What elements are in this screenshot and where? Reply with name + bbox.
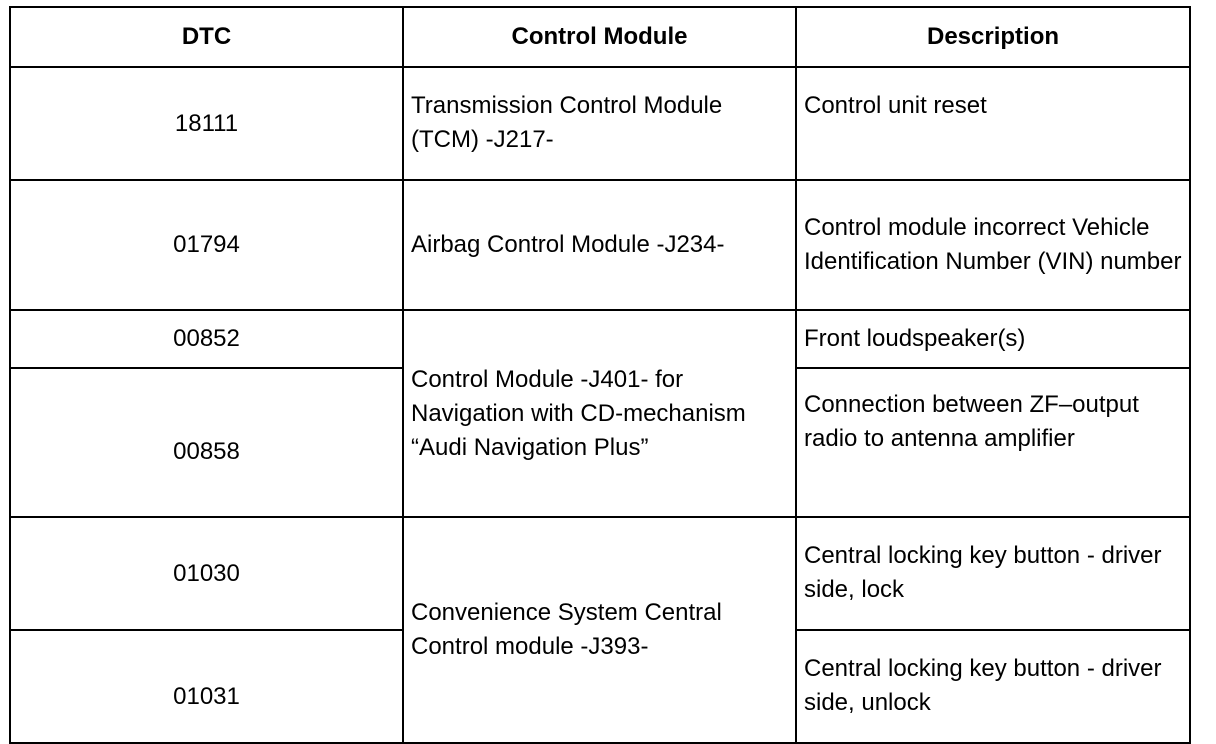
dtc-code: 00858 [9,367,404,518]
description: Front loudspeaker(s) [795,309,1191,369]
dtc-code: 01794 [9,179,404,311]
dtc-code: 01030 [9,516,404,631]
control-module: Control Module -J401- for Navigation wit… [402,309,797,518]
header-control-module: Control Module [402,6,797,68]
description: Control module incorrect Vehicle Identif… [795,179,1191,311]
description: Connection between ZF–output radio to an… [795,367,1191,518]
control-module: Convenience System Central Control modul… [402,516,797,744]
description: Central locking key button - driver side… [795,516,1191,631]
header-dtc: DTC [9,6,404,68]
table-row: 01794 Airbag Control Module -J234- Contr… [9,179,1191,311]
header-description: Description [795,6,1191,68]
table-row: 00858 Connection between ZF–output radio… [9,367,1191,518]
control-module: Airbag Control Module -J234- [402,179,797,311]
description: Control unit reset [795,66,1191,181]
dtc-code: 01031 [9,629,404,744]
table-row: 18111 Transmission Control Module (TCM) … [9,66,1191,181]
table-header-row: DTC Control Module Description [9,6,1191,68]
table-row: 00852 Control Module -J401- for Navigati… [9,309,1191,518]
table-row: 01030 Convenience System Central Control… [9,516,1191,744]
dtc-table: DTC Control Module Description 18111 Tra… [9,6,1191,744]
dtc-code: 00852 [9,309,404,369]
description: Central locking key button - driver side… [795,629,1191,744]
control-module: Transmission Control Module (TCM) -J217- [402,66,797,181]
dtc-code: 18111 [9,66,404,181]
